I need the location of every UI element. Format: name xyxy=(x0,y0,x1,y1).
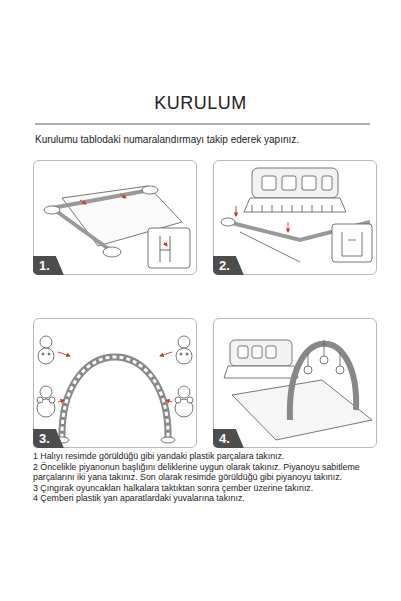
instruction-text: 4 Çemberi plastik yan aparatlardaki yuva… xyxy=(33,493,383,504)
step-number: 1. xyxy=(33,256,64,275)
instruction-text: 2 Öncelikle piyanonun başlığını delikler… xyxy=(33,462,383,483)
title-rule xyxy=(35,124,370,125)
arch-figure xyxy=(37,336,193,443)
assembled-figure xyxy=(224,340,372,440)
instruction-text: 1 Halıyı resimde görüldüğü gibi yandaki … xyxy=(33,451,383,462)
step-panel: 4. xyxy=(213,318,377,448)
step-panel: 2. xyxy=(213,160,377,275)
instruction-text: 3 Çıngırak oyuncakları halkalara taktıkt… xyxy=(33,483,383,494)
instruction-list: 1 Halıyı resimde görüldüğü gibi yandaki … xyxy=(33,451,383,504)
page-title: KURULUM xyxy=(0,93,401,114)
step-panel: 1. xyxy=(33,160,197,275)
mat-figure xyxy=(44,186,190,268)
step-number: 4. xyxy=(213,429,244,448)
step-panel: 3. xyxy=(33,318,197,448)
piano-figure xyxy=(221,168,372,262)
step-number: 3. xyxy=(33,429,64,448)
step-number: 2. xyxy=(213,256,244,275)
subtitle: Kurulumu tablodaki numaralandırmayı taki… xyxy=(35,134,299,145)
